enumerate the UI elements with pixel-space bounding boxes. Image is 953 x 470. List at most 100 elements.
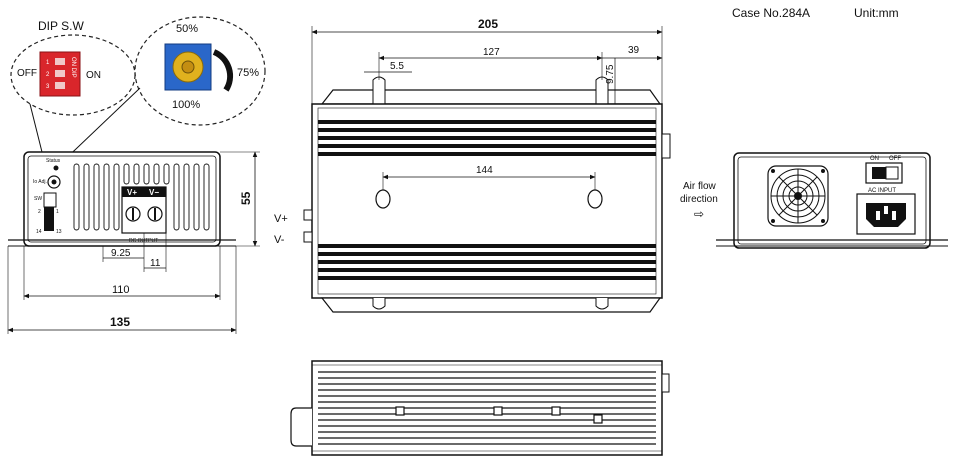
dim-text-5-5: 5.5 [390, 61, 404, 72]
io-adj-knob-center [51, 179, 57, 185]
vent-slot [203, 163, 210, 231]
heatsink-rib [318, 260, 656, 264]
dim-text-9-25: 9.25 [111, 248, 131, 259]
heatsink-rib [318, 152, 656, 156]
vent-slot [163, 163, 170, 185]
heatsink-rib [318, 252, 656, 256]
pin-13-label: 13 [56, 229, 62, 235]
side-view [290, 360, 670, 456]
status-led [53, 165, 59, 171]
ac-pin-center [884, 206, 888, 214]
heatsink-rib [318, 144, 656, 148]
airflow-label-line2: direction [680, 194, 718, 205]
dim-text-205: 205 [478, 17, 498, 31]
ac-pin-left [876, 211, 880, 220]
pin-14-label: 14 [36, 229, 42, 235]
dim-text-39: 39 [628, 45, 640, 56]
pot-label-75: 75% [237, 67, 259, 79]
fan-screw-tl [771, 169, 775, 173]
top-view: V+ V- 205 127 39 5.5 9.75 144 [274, 17, 671, 313]
front-panel-inner [27, 155, 217, 243]
vent-slot [73, 163, 80, 231]
top-body-inner [317, 107, 657, 295]
airflow-arrow-icon: ⇨ [694, 207, 704, 221]
rear-panel-inner [737, 156, 927, 245]
terminal-vplus-label: V+ [127, 188, 137, 197]
side-terminal-box [290, 407, 312, 447]
pot-callout-ellipse [134, 16, 266, 126]
terminal-vminus-label: V− [149, 188, 159, 197]
dip-on-label: ON [86, 70, 101, 81]
dip-switch-number-2: 2 [46, 72, 50, 78]
terminal-vminus-header [144, 187, 166, 197]
vent-slot [123, 163, 130, 185]
pot-knob-center [181, 60, 195, 74]
vent-slot [143, 163, 150, 185]
sw-label: SW [34, 196, 42, 202]
top-mount-hole-right [587, 189, 603, 209]
fan-grille [767, 165, 829, 227]
pot-range-arc [212, 49, 234, 92]
vent-slot [153, 163, 160, 185]
potentiometer-callout: 50% 75% 100% [55, 16, 266, 169]
rear-view: Air flow direction ⇨ ON OFF AC INPUT [680, 152, 948, 249]
ac-input-label: AC INPUT [868, 188, 896, 194]
vent-slot [183, 163, 190, 231]
pot-label-100: 100% [172, 99, 200, 111]
heatsink-rib [318, 276, 656, 280]
dip-switch-lever-3 [55, 82, 65, 89]
vminus-side-label: V- [274, 234, 285, 246]
dim-text-144: 144 [476, 165, 493, 176]
heatsink-rib [318, 244, 656, 248]
vplus-side-label: V+ [274, 213, 288, 225]
front-view: Status Io Adj. SW 2 1 14 13 V+ V− DC OUT… [7, 151, 260, 334]
case-number: Case No.284A [732, 6, 811, 20]
ac-pin-right [892, 211, 896, 220]
dip-switch-lever-1 [55, 58, 65, 65]
dip-off-label: OFF [17, 68, 37, 79]
front-dip-switch [43, 192, 57, 208]
signal-connector [44, 207, 54, 231]
mount-slot-bottom-left [372, 298, 386, 310]
heatsink-rib [318, 128, 656, 132]
pot-label-50: 50% [176, 23, 198, 35]
dip-switch-number-3: 3 [46, 84, 50, 90]
airflow-label-line1: Air flow [683, 181, 717, 192]
fan-screw-tr [821, 169, 825, 173]
top-side-bump [661, 133, 671, 159]
status-label: Status [46, 158, 61, 164]
dip-switch-text: ON DIP [70, 57, 76, 78]
side-terminal-vplus [303, 209, 313, 221]
vent-slot [103, 163, 110, 231]
fan-spoke-4 [778, 176, 818, 216]
heatsink-rib [318, 136, 656, 140]
dip-switch-number-1: 1 [46, 60, 50, 66]
side-screw-1 [395, 406, 405, 416]
dim-text-9-75: 9.75 [605, 64, 616, 84]
side-switch-bump [661, 373, 670, 393]
dip-switch-callout: DIP S.W OFF ON 1 2 3 ON DIP [10, 19, 136, 153]
dim-text-127: 127 [483, 47, 500, 58]
top-mount-hole-left [375, 189, 391, 209]
mount-slot-bottom-right [595, 298, 609, 310]
heatsink-rib [318, 120, 656, 124]
side-screw-2 [493, 406, 503, 416]
vent-slot [173, 163, 180, 231]
pin-2-label: 2 [38, 209, 41, 215]
vent-slot [83, 163, 90, 231]
top-heatsink-ribs [318, 120, 656, 280]
dim-text-55: 55 [239, 191, 253, 205]
vent-slot [93, 163, 100, 231]
front-vent-slots [73, 163, 210, 231]
dim-text-11: 11 [150, 258, 161, 269]
power-switch-rocker [872, 167, 886, 179]
dim-text-110: 110 [112, 284, 130, 296]
power-switch-rocker-off [885, 166, 899, 180]
vent-slot [193, 163, 200, 231]
dip-leader-line [29, 103, 43, 153]
fan-screw-br [821, 219, 825, 223]
unit-label: Unit:mm [854, 6, 899, 20]
power-on-label: ON [870, 156, 879, 162]
heatsink-rib [318, 268, 656, 272]
